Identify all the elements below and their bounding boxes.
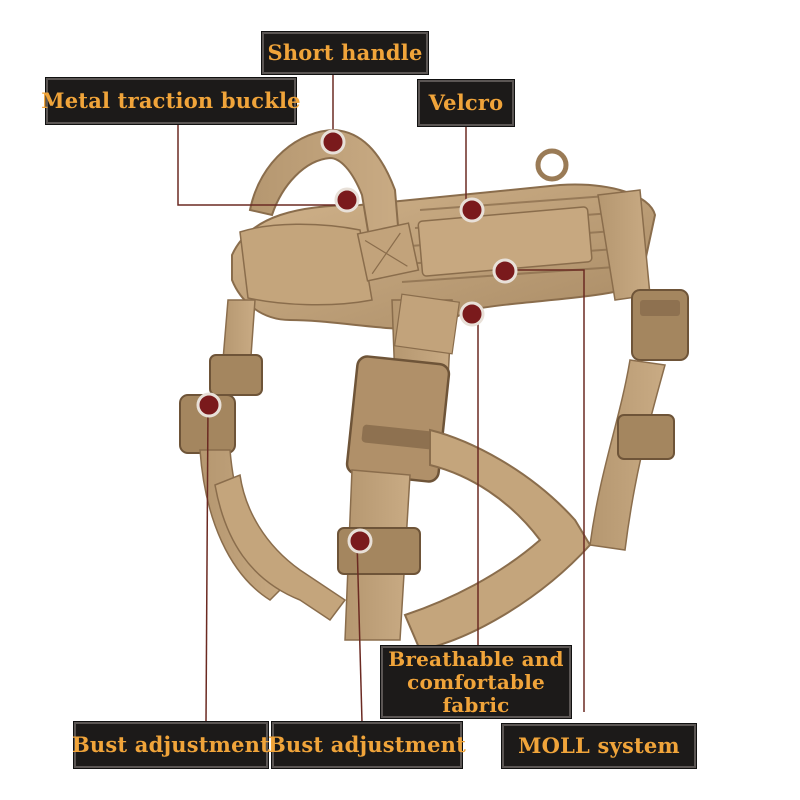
bust-adjustment-left-text: Bust adjustment xyxy=(71,731,271,757)
metal-traction-buckle-text: Metal traction buckle xyxy=(41,87,301,113)
marker-metal-traction-buckle-icon xyxy=(334,187,360,213)
marker-breathable-fabric-icon xyxy=(459,301,485,327)
marker-short-handle-icon xyxy=(320,129,346,155)
harness-body xyxy=(231,148,657,332)
label-velcro: Velcro xyxy=(418,80,514,126)
marker-bust-adjustment-left-icon xyxy=(196,392,222,418)
moll-system-text: MOLL system xyxy=(518,732,680,758)
label-bust-adjustment-left: Bust adjustment xyxy=(71,722,271,768)
marker-velcro-icon xyxy=(459,197,485,223)
label-metal-traction-buckle: Metal traction buckle xyxy=(41,78,301,124)
label-short-handle: Short handle xyxy=(262,32,428,74)
breathable-line1-text: Breathable and xyxy=(388,646,564,671)
breathable-line2-text: comfortable fabric xyxy=(407,669,545,717)
velcro-text: Velcro xyxy=(428,89,504,115)
marker-bust-adjustment-right-icon xyxy=(347,528,373,554)
label-moll-system: MOLL system xyxy=(502,724,696,768)
label-bust-adjustment-right: Bust adjustment xyxy=(268,722,466,768)
right-strap xyxy=(589,189,689,551)
label-breathable-fabric: Breathable and comfortable fabric xyxy=(381,646,571,718)
marker-moll-system-icon xyxy=(492,258,518,284)
short-handle-strap xyxy=(248,128,420,282)
center-chest-strap xyxy=(337,293,461,641)
bust-adjustment-right-text: Bust adjustment xyxy=(267,731,467,757)
short-handle-text: Short handle xyxy=(267,39,423,65)
